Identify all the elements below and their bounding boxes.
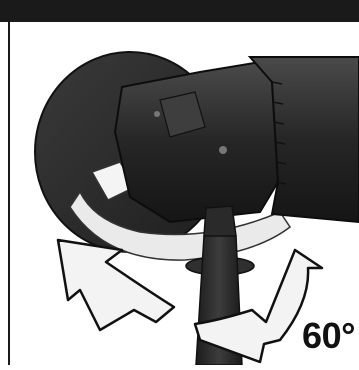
angle-grinder-drawing [10,22,359,365]
screw-1 [219,146,227,154]
angle-grinder-illustration [10,22,359,365]
top-bar [0,0,359,22]
gear-head [115,62,278,222]
left-panel [0,22,8,365]
rotation-angle-label: 60° [302,315,355,357]
screw-2 [154,111,160,117]
